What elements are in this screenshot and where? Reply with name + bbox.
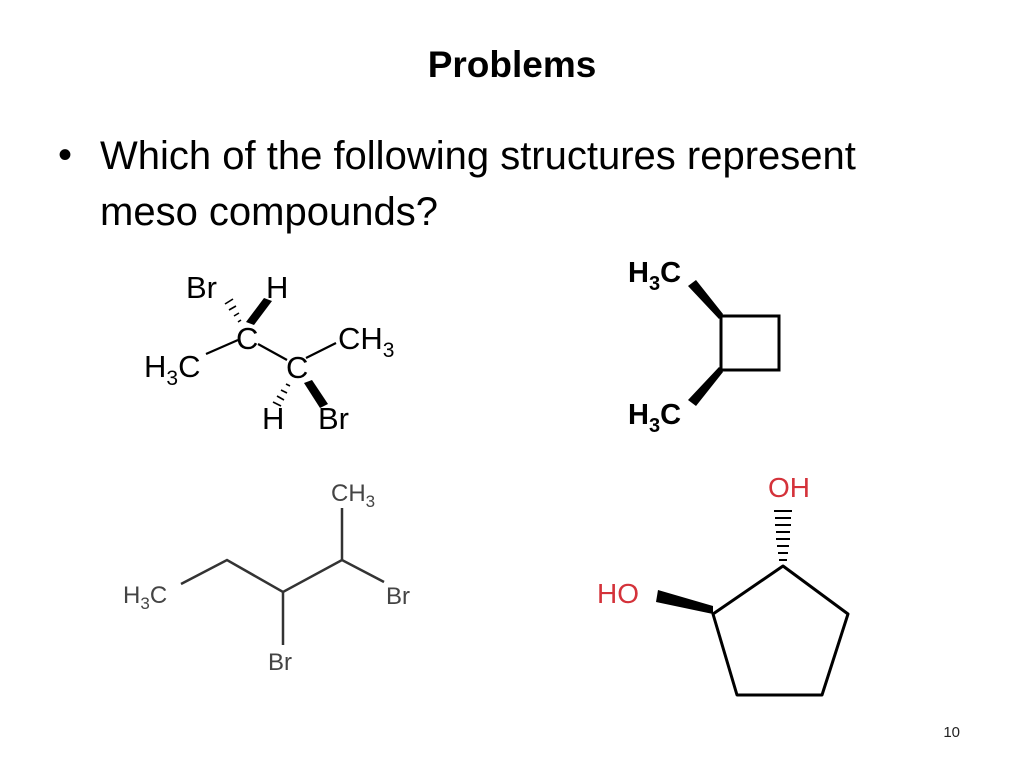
s3-h3c-label: H3C	[123, 582, 167, 613]
s1-ch3-label: CH3	[338, 321, 394, 362]
s1-c-upper-label: C	[236, 321, 258, 356]
structure-2-dimethylcyclobutane: H3C H3C	[628, 257, 781, 437]
s1-wedge-bond-br	[304, 380, 328, 408]
s2-h3c-bottom-label: H3C	[628, 399, 681, 437]
structure-3-dibromo-chain: CH3 H3C Br Br	[123, 480, 410, 676]
s1-hashed-bond-h	[272, 383, 291, 407]
slide-title: Problems	[427, 44, 597, 85]
s1-bond-h3c-c	[205, 338, 239, 356]
s1-hashed-bond-br	[224, 298, 242, 323]
s4-hashed-bond-oh	[774, 510, 792, 561]
s4-cyclopentane-ring	[711, 564, 850, 697]
s4-oh-label: OH	[768, 472, 810, 503]
s1-br-top-label: Br	[186, 270, 217, 305]
s2-cyclobutane-ring	[719, 314, 781, 372]
s2-wedge-bond-bottom	[688, 367, 723, 406]
s1-h3c-label: H3C	[144, 349, 200, 390]
structure-4-cyclopentanediol: OH HO	[597, 472, 850, 697]
s1-h-top-label: H	[266, 270, 288, 305]
s3-br-right-label: Br	[386, 583, 410, 610]
structure-1-dibromobutane: Br H C CH3 H3C C H Br	[144, 270, 394, 436]
s3-carbon-chain	[180, 558, 385, 594]
s1-bond-c-c	[257, 343, 288, 361]
question-text: Which of the following structures repres…	[100, 134, 856, 234]
s1-bond-c-ch3	[305, 342, 337, 359]
s1-br-bottom-label: Br	[318, 401, 349, 436]
s2-wedge-bond-top	[688, 280, 723, 319]
page-number: 10	[943, 724, 960, 741]
s3-br-bottom-label: Br	[268, 649, 292, 676]
s4-wedge-bond-ho	[656, 590, 713, 614]
s4-ho-label: HO	[597, 578, 639, 609]
s2-h3c-top-label: H3C	[628, 257, 681, 295]
s1-h-bottom-label: H	[262, 401, 284, 436]
s3-ch3-label: CH3	[331, 480, 375, 511]
bullet-icon: •	[58, 133, 73, 177]
s1-c-lower-label: C	[286, 350, 308, 385]
s1-wedge-bond-h	[246, 298, 272, 325]
